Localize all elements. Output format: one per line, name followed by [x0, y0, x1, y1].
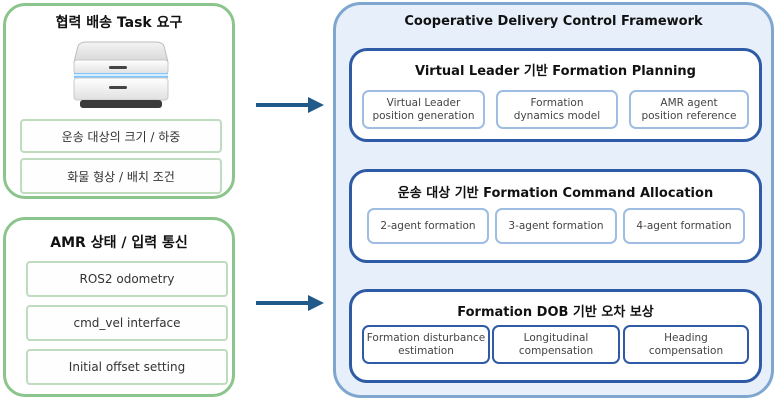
sub-label: Formation: [530, 96, 584, 109]
amr-agent-reference-box: AMR agent position reference: [629, 90, 749, 129]
amr-robot-icon: [73, 41, 169, 108]
task-item-size-load: 운송 대상의 크기 / 하중: [20, 119, 222, 153]
module-title: 운송 대상 기반 Formation Command Allocation: [397, 186, 714, 201]
arrow-right-icon: [256, 97, 324, 113]
formation-planning-module: Virtual Leader 기반 Formation Planning Vir…: [349, 48, 762, 142]
control-framework-panel: Cooperative Delivery Control Framework V…: [333, 2, 774, 398]
sub-label: 3-agent formation: [508, 219, 604, 232]
amr-item-cmd-vel: cmd_vel interface: [26, 305, 228, 341]
arrow-right-icon: [256, 295, 324, 311]
sub-label: position generation: [372, 109, 475, 122]
four-agent-formation-box: 4-agent formation: [623, 208, 745, 244]
formation-dob-compensation-module: Formation DOB 기반 오차 보상 Formation disturb…: [349, 289, 762, 383]
task-panel-title: 협력 배송 Task 요구: [55, 15, 183, 31]
sub-label: estimation: [398, 344, 454, 357]
module-title: Virtual Leader 기반 Formation Planning: [415, 64, 696, 79]
virtual-leader-position-box: Virtual Leader position generation: [362, 90, 485, 129]
sub-label: compensation: [518, 344, 594, 357]
heading-compensation-box: Heading compensation: [623, 325, 749, 364]
two-agent-formation-box: 2-agent formation: [367, 208, 489, 244]
task-requirement-panel: 협력 배송 Task 요구 운송 대상의 크기 / 하중 화물 형상 / 배치 …: [3, 3, 235, 199]
sub-label: 4-agent formation: [636, 219, 732, 232]
disturbance-estimation-box: Formation disturbance estimation: [362, 325, 490, 364]
amr-status-panel: AMR 상태 / 입력 통신 ROS2 odometry cmd_vel int…: [3, 217, 235, 397]
formation-command-allocation-module: 운송 대상 기반 Formation Command Allocation 2-…: [349, 169, 762, 263]
sub-label: Virtual Leader: [386, 96, 461, 109]
amr-item-ros2-odometry: ROS2 odometry: [26, 261, 228, 297]
three-agent-formation-box: 3-agent formation: [495, 208, 617, 244]
sub-label: Heading: [664, 331, 708, 344]
module-title: Formation DOB 기반 오차 보상: [457, 305, 654, 320]
sub-label: compensation: [648, 344, 724, 357]
amr-item-initial-offset: Initial offset setting: [26, 349, 228, 385]
sub-label: dynamics model: [513, 109, 601, 122]
task-item-cargo-shape: 화물 형상 / 배치 조건: [20, 158, 222, 194]
formation-dynamics-box: Formation dynamics model: [496, 90, 618, 129]
sub-label: position reference: [641, 109, 737, 122]
framework-title: Cooperative Delivery Control Framework: [404, 14, 703, 29]
amr-panel-title: AMR 상태 / 입력 통신: [50, 235, 188, 251]
sub-label: 2-agent formation: [380, 219, 476, 232]
sub-label: Longitudinal: [523, 331, 589, 344]
sub-label: Formation disturbance: [366, 331, 486, 344]
longitudinal-compensation-box: Longitudinal compensation: [492, 325, 620, 364]
sub-label: AMR agent: [660, 96, 718, 109]
